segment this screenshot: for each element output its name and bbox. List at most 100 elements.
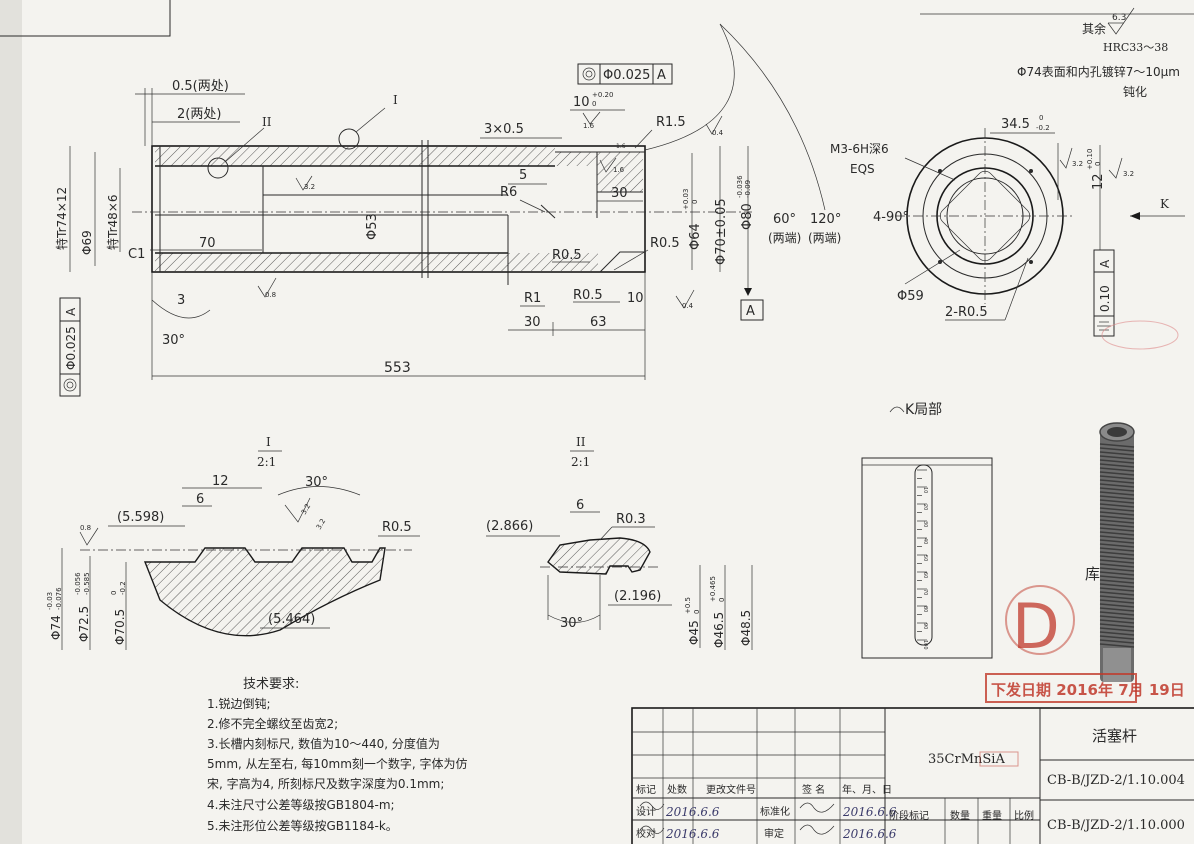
note-line-1: 1.锐边倒钝; [207,697,271,711]
detail-I-view: I 2:1 12 6 30° 3.2 3.2 (5.598) 0.8 R0.5 … [46,435,420,650]
scale-number: 70 [922,589,928,595]
detail-I-d30deg: 30° [305,475,328,490]
dim-five: 5 [519,168,527,183]
plating-note: Φ74表面和内孔镀锌7～10μm [1017,65,1180,79]
issue-date-stamp: 下发日期 2016年 7月 19日 [991,681,1185,699]
detail-II-dphi485: Φ48.5 [739,610,753,646]
detail-II-profile [547,537,651,575]
detail-I-dphi705-lo: -0.2 [119,581,127,595]
thread-line [1099,503,1135,508]
dim-phi59: Φ59 [897,289,924,304]
note-line-7: 5.未注形位公差等级按GB1184-k。 [207,818,398,833]
title-block: 标记 处数 更改文件号 签 名 年、月、日 设计 校对 标准化 审定 2016.… [631,707,1194,844]
detail-II-dphi465-lo: 0 [718,598,726,602]
scale-number: 50 [922,555,928,561]
thread-line [1099,631,1135,636]
detail-II-label: II [262,115,272,129]
detail-I-rough32a: 3.2 [300,502,312,516]
note-line-3: 3.长槽内刻标尺, 数值为10～440, 分度值为 [207,736,440,751]
tb-sign-std-date: 2016.6.6 [842,805,897,819]
dim-345: 34.5 [1001,117,1030,132]
dim-thirty-top: 30 [611,186,628,201]
rough-04b: 0.4 [682,302,694,310]
issue-date-stamp-box [985,673,1137,703]
detail-I-dr05: R0.5 [382,520,412,535]
dim-eqs: EQS [850,162,875,176]
dim-phi70: Φ70±0.05 [714,198,729,265]
tb-col-mark: 标记 [636,784,656,796]
concentricity-icon [63,378,77,392]
thread-line [1099,475,1135,480]
tb-approve: 审定 [764,827,784,840]
dim-553: 553 [384,360,411,376]
roughness-symbol-icon [1059,147,1073,169]
roughness-symbol-icon [295,175,313,191]
thread-line [1099,571,1135,576]
thread-line [1099,603,1135,608]
roughness-symbol-icon [599,157,617,173]
dim-thirty-bot: 30 [524,315,541,330]
tb-sign-appr-date: 2016.6.6 [842,827,897,841]
main-view: I II 0.5(两处) 2(两处) 3×0.5 10 +0.20 0 1.6 … [54,23,841,397]
dim-r05a: R0.5 [552,248,582,263]
thread-line [1099,555,1135,560]
detail-I-dphi74: Φ74 [49,615,63,640]
thread-line [1099,523,1135,528]
scale-number: 30 [922,521,928,527]
detail-I-dphi725-hi: -0.056 [74,572,82,595]
section-hatch-top [155,147,555,166]
dim-120-deg: 120° [810,212,841,227]
archive-stamp: 库 [1085,565,1100,583]
thread-line [1099,539,1135,544]
thread-line [1099,543,1135,548]
tol-end-datum: A [1098,259,1112,268]
detail-II-d30deg: 30° [560,616,583,631]
detail-II-dphi465-hi: +0.465 [709,576,717,602]
detail-I-title: I [266,435,271,449]
thread-line [1099,635,1135,640]
detail-I-dphi725-lo: -0.585 [83,572,91,595]
thread-line [1099,443,1135,448]
roughness-symbol-icon [675,289,695,309]
tb-sign-check-date: 2016.6.6 [665,827,720,841]
dim-12-tol-lo: 0 [1094,162,1102,166]
tb-weight: 重量 [982,809,1002,822]
dim-chamfer: 0.5(两处) [172,79,229,94]
signature-icon [799,802,835,813]
detail-I-dphi74-hi: -0.03 [46,592,54,610]
thread-line [1099,551,1135,556]
dim-slot-tol-hi: +0.20 [592,91,613,99]
tb-drawing-no-2: CB-B/JZD-2/1.10.000 [1047,818,1185,833]
dim-sixty-note: (两端) [768,231,801,245]
thread-line [1099,639,1135,644]
thread-line [1099,507,1135,512]
detail-I-d5464: (5.464) [268,612,315,627]
detail-I-rough32b: 3.2 [315,517,327,531]
thread-line [1099,559,1135,564]
rough-16a: 1.6 [583,122,595,130]
tb-col-doc: 更改文件号 [706,783,756,796]
scale-number: 20 [922,504,928,510]
tb-std: 标准化 [760,805,790,818]
dim-seventy: 70 [199,236,216,251]
thread-line [1099,495,1135,500]
detail-I-dphi74-lo: -0.076 [55,587,63,610]
rough-08: 0.8 [265,291,276,299]
thread-line [1099,599,1135,604]
detail-I-dphi725: Φ72.5 [77,606,91,642]
thread-line [1099,595,1135,600]
dim-slot-width: 10 [573,95,590,110]
dim-phi64-tol-lo: 0 [691,200,699,204]
thread-line [1099,643,1135,648]
roughness-value: 6.3 [1112,13,1126,23]
thread-line [1099,515,1135,520]
detail-II-view: II 2:1 6 R0.3 (2.866) (2.196) 30° Φ45 +0… [486,435,753,650]
shaft-outline [151,145,646,273]
tb-qty: 数量 [950,809,970,822]
note-line-2: 2.修不完全螺纹至齿宽2; [207,716,338,731]
dim-thirty-deg: 30° [162,333,185,348]
detail-II-d2866: (2.866) [486,519,533,534]
detail-II-dphi465: Φ46.5 [712,612,726,648]
roughness-symbol-icon [705,115,723,135]
